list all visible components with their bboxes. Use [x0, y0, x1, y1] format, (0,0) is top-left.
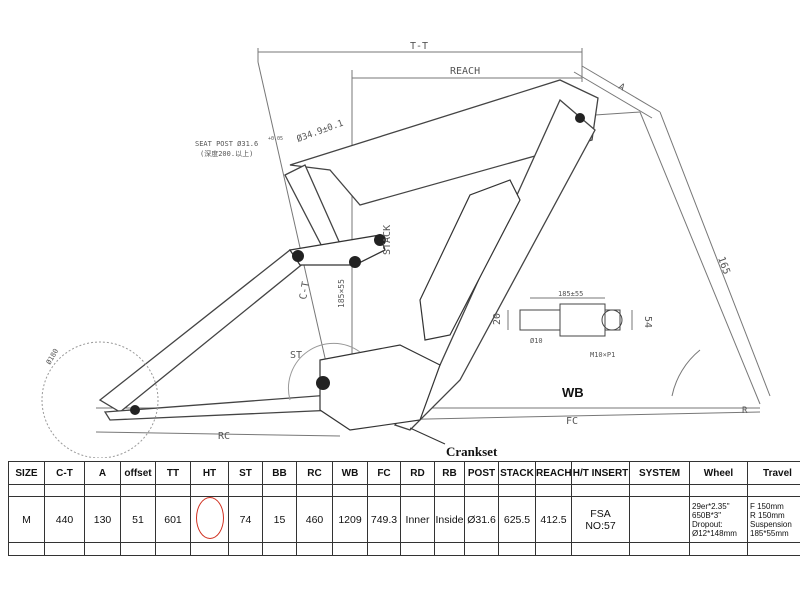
fork-line	[639, 111, 761, 405]
header-cell: WB	[332, 461, 368, 485]
wheel-cell: 29er*2.35" 650B*3" Dropout: Ø12*148mm	[689, 496, 748, 543]
header-cell: POST	[464, 461, 499, 485]
tt-label: T-T	[410, 41, 428, 52]
wb-cell: 1209	[332, 496, 368, 543]
spacer-row	[8, 542, 800, 556]
a-label: A	[617, 82, 627, 94]
pivot-point	[374, 234, 386, 246]
seat-post-depth: (深度200.以上)	[200, 149, 253, 158]
pivot-point	[292, 250, 304, 262]
dropout-size: Ø12*148mm	[692, 528, 737, 538]
rear-rotor	[41, 341, 159, 458]
ht-insert-brand: FSA	[590, 507, 611, 520]
header-cell: RD	[400, 461, 435, 485]
wb-label: WB	[562, 385, 584, 400]
header-cell: Travel	[747, 461, 800, 485]
header-cell: C-T	[44, 461, 85, 485]
travel-cell: F 150mm R 150mm Suspension 185*55mm	[747, 496, 800, 543]
size-cell: M	[8, 496, 45, 543]
motor-housing	[319, 344, 441, 431]
reach-cell: 412.5	[535, 496, 572, 543]
st-cell: 74	[228, 496, 263, 543]
geometry-spec-table: SIZE C-T A offset TT HT ST BB RC WB FC R…	[8, 461, 800, 556]
pivot-point	[575, 113, 585, 123]
shock-size-label: 185×55	[337, 279, 346, 308]
table-row: M 440 130 51 601 74 15 460 1209 749.3 In…	[8, 496, 800, 543]
header-cell: SYSTEM	[629, 461, 690, 485]
rotor-label: Ø180	[45, 347, 60, 366]
shock-eye-label: 20	[492, 313, 503, 325]
pivot-point	[130, 405, 140, 415]
ht-cell	[190, 496, 229, 543]
top-tube	[289, 79, 599, 206]
system-cell	[629, 496, 690, 543]
rd-cell: Inner	[400, 496, 435, 543]
seat-clamp-label: Ø34.9±0.1	[295, 118, 345, 145]
suspension-size: 185*55mm	[750, 528, 789, 538]
header-cell: Wheel	[689, 461, 748, 485]
ht-insert-cell: FSA NO:57	[571, 496, 630, 543]
header-cell: A	[84, 461, 121, 485]
header-cell: REACH	[535, 461, 572, 485]
dropout-label: Dropout:	[692, 519, 723, 529]
seat-stay	[98, 249, 307, 413]
suspension-label: Suspension	[750, 519, 792, 529]
table-header-row: SIZE C-T A offset TT HT ST BB RC WB FC R…	[8, 461, 800, 485]
wheel-size-1: 29er*2.35"	[692, 501, 730, 511]
seat-post-label: SEAT POST Ø31.6	[195, 140, 258, 148]
seat-post-tolerance: +0.05	[268, 136, 283, 142]
fc-label: FC	[566, 416, 578, 427]
shock-thread-label: M10×P1	[590, 351, 615, 359]
r-label: R	[742, 406, 748, 416]
tt-cell: 601	[155, 496, 191, 543]
header-cell: FC	[367, 461, 401, 485]
stack-cell: 625.5	[498, 496, 536, 543]
header-cell: STACK	[498, 461, 536, 485]
a-cell: 130	[84, 496, 121, 543]
reach-label: REACH	[450, 66, 480, 77]
ht-insert-number: NO:57	[585, 519, 616, 532]
shock-length-label: 185±55	[558, 290, 583, 298]
header-cell: RB	[434, 461, 465, 485]
shock-stroke-label: 54	[642, 316, 653, 328]
header-cell: ST	[228, 461, 263, 485]
front-travel: F 150mm	[750, 501, 784, 511]
ct-label: C-T	[298, 281, 312, 301]
header-cell: offset	[120, 461, 156, 485]
spacer-row	[8, 484, 800, 497]
offset-cell: 51	[120, 496, 156, 543]
rc-label: RC	[218, 431, 230, 442]
header-cell: H/T INSERT	[571, 461, 630, 485]
header-cell: TT	[155, 461, 191, 485]
pivot-point	[349, 256, 361, 268]
pivot-point	[316, 376, 330, 390]
st-label: ST	[290, 350, 302, 361]
rb-cell: Inside	[434, 496, 465, 543]
rc-cell: 460	[296, 496, 333, 543]
frame-geometry-drawing: T-T REACH SEAT POST Ø31.6 +0.05 (深度200.以…	[41, 41, 771, 458]
wheel-size-2: 650B*3"	[692, 510, 722, 520]
header-cell: HT	[190, 461, 229, 485]
bb-cell: 15	[262, 496, 297, 543]
stack-label: STACK	[382, 225, 393, 255]
ct-cell: 440	[44, 496, 85, 543]
battery-housing	[419, 179, 521, 341]
header-cell: SIZE	[8, 461, 45, 485]
crankset-label: Crankset	[446, 444, 498, 458]
post-cell: Ø31.6	[464, 496, 499, 543]
shock-bolt-label: Ø10	[530, 337, 543, 345]
ht-length-label: 165	[715, 255, 732, 276]
header-cell: RC	[296, 461, 333, 485]
rear-travel: R 150mm	[750, 510, 785, 520]
ht-highlight-circle	[195, 497, 224, 539]
rocker-link	[288, 234, 386, 266]
fc-cell: 749.3	[367, 496, 401, 543]
header-cell: BB	[262, 461, 297, 485]
